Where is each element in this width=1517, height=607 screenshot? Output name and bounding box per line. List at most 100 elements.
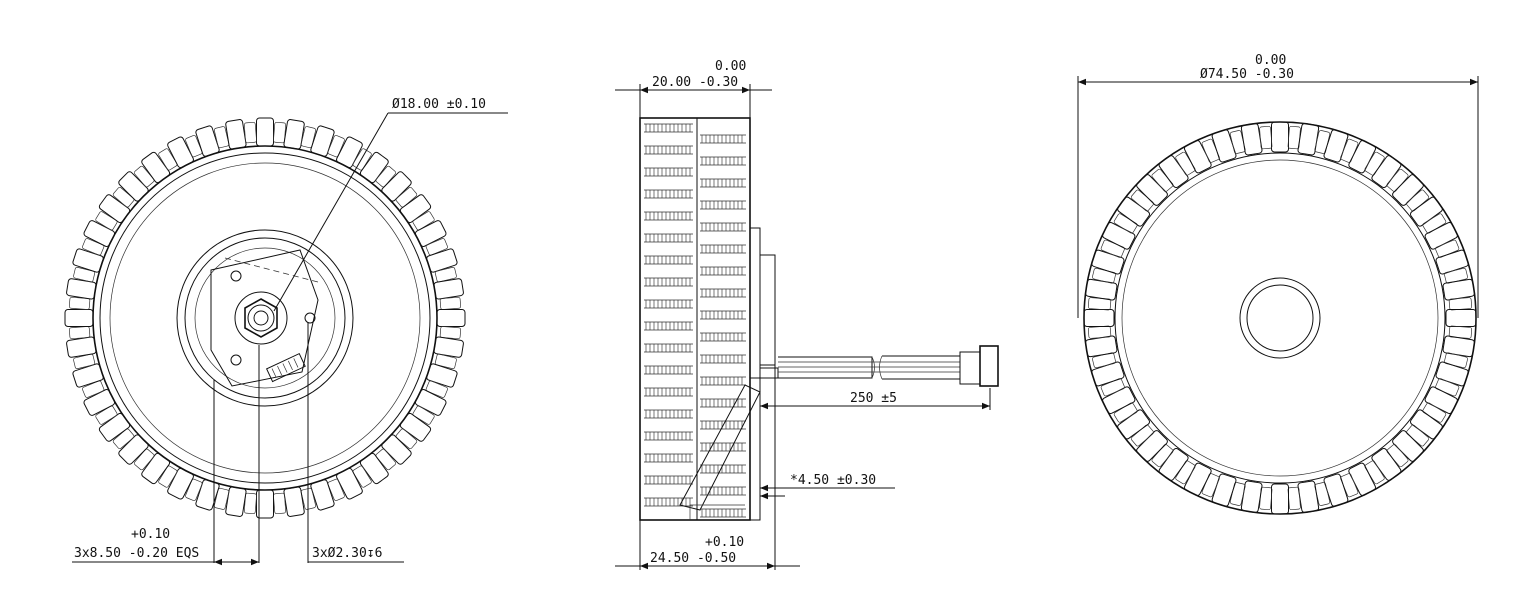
rear-tread-lug xyxy=(1240,123,1263,156)
rear-diameter-tolerance: 0.00 xyxy=(1255,53,1286,68)
side-cable-tail xyxy=(959,351,981,385)
front-tread-ring xyxy=(64,117,466,519)
front-mount-hole-3 xyxy=(230,354,242,366)
front-tread-lug-inner xyxy=(213,487,230,510)
front-tread-lug-inner xyxy=(95,211,118,231)
side-total-tolerance: +0.10 xyxy=(705,535,744,550)
front-tread-lug xyxy=(381,171,412,202)
rear-tread-lug xyxy=(1297,123,1320,156)
rear-hub-inner xyxy=(1246,284,1314,352)
front-tread-lug-inner xyxy=(352,465,372,488)
rear-hub-outer xyxy=(1239,277,1321,359)
side-total-label: 24.50 -0.50 xyxy=(650,551,736,566)
side-cable-1 xyxy=(778,356,873,379)
front-tread-lug xyxy=(283,486,305,517)
front-tread-lug-inner xyxy=(300,126,317,149)
front-tread-lug xyxy=(399,412,432,442)
side-cable-break xyxy=(871,355,883,380)
front-tread-lug-inner xyxy=(73,353,96,370)
rear-tread-lug xyxy=(1271,121,1289,153)
front-tread-lug-inner xyxy=(327,478,345,501)
rear-tread-lug xyxy=(1085,278,1118,301)
front-tread-lug-inner xyxy=(158,148,178,171)
front-tread-lug-inner xyxy=(439,326,462,340)
front-annotations xyxy=(72,112,508,566)
front-hub-outer xyxy=(176,229,354,407)
front-tread-lug-inner xyxy=(434,353,457,370)
front-mount-plate xyxy=(210,249,319,387)
front-tread-lug-inner xyxy=(439,296,462,310)
side-width-label: 20.00 -0.30 xyxy=(652,75,738,90)
callout-slot: 3x8.50 -0.20 EQS xyxy=(74,546,199,561)
front-tread-lug-inner xyxy=(395,428,418,450)
front-tread-lug-inner xyxy=(185,135,203,158)
front-shaft-hex xyxy=(244,298,278,338)
front-motor-flange xyxy=(194,247,336,389)
rear-tread-lug xyxy=(1085,335,1118,358)
front-tread-lug xyxy=(64,309,94,327)
front-tread-lug-inner xyxy=(412,405,435,425)
front-rim-outer xyxy=(99,152,431,484)
side-hub-face xyxy=(749,227,761,379)
rear-tire-inner xyxy=(1114,152,1446,484)
rear-tread-lug-inner xyxy=(1259,125,1273,150)
front-tread-lug-inner xyxy=(95,405,118,425)
front-tread-lug xyxy=(433,278,464,300)
side-cutaway-wedge xyxy=(679,384,761,511)
rear-tread-lug xyxy=(1240,480,1263,513)
rear-annotations xyxy=(1077,76,1479,318)
leader-diameter xyxy=(273,112,389,312)
front-hub-inner xyxy=(184,237,346,399)
callout-diameter: Ø18.00 ±0.10 xyxy=(392,97,486,112)
front-tread-lug xyxy=(118,434,149,465)
side-step-label: *4.50 ±0.30 xyxy=(790,473,876,488)
front-connector xyxy=(265,352,306,383)
front-tread-lug-inner xyxy=(185,478,203,501)
front-tread-lug-inner xyxy=(213,126,230,149)
front-mount-hole-1 xyxy=(230,270,242,282)
front-rim-inner xyxy=(109,162,421,474)
front-tread-lug-inner xyxy=(112,428,135,450)
side-lower-housing xyxy=(750,377,761,521)
side-motor-housing xyxy=(759,254,776,366)
front-tread-lug-inner xyxy=(425,380,448,398)
front-shaft-outer xyxy=(247,304,275,332)
rear-diameter-label: Ø74.50 -0.30 xyxy=(1200,67,1294,82)
callout-holes: 3xØ2.30↧6 xyxy=(312,546,382,561)
front-tread-lug-inner xyxy=(375,448,397,471)
side-cutaway-step xyxy=(689,504,745,520)
rear-tread-lug xyxy=(1323,129,1349,163)
front-mount-hole-2 xyxy=(304,312,316,324)
front-tread-lug-inner xyxy=(243,121,257,144)
rear-tread-lug xyxy=(1211,473,1237,507)
rear-tread-lug xyxy=(1442,335,1475,358)
front-tread-lug-inner xyxy=(73,266,96,283)
front-tread-lug-inner xyxy=(158,465,178,488)
front-tread-lug-inner xyxy=(133,448,155,471)
rear-tread-lug xyxy=(1297,480,1320,513)
front-tread-lug-inner xyxy=(112,186,135,208)
front-tread-lug-inner xyxy=(273,121,287,144)
rear-tread-lug xyxy=(1442,278,1475,301)
front-hidden-line xyxy=(224,257,319,283)
front-view xyxy=(64,117,466,519)
side-cable-length-label: 250 ±5 xyxy=(850,391,897,406)
rear-tread-lug xyxy=(1435,361,1469,387)
front-tread-lug-inner xyxy=(375,165,397,188)
side-connector xyxy=(979,345,999,387)
front-tread-lug xyxy=(98,194,131,224)
front-tire-inner-edge xyxy=(92,145,438,491)
front-tread-lug-inner xyxy=(68,296,91,310)
front-tread-lug-inner xyxy=(82,238,105,256)
side-tread-pattern xyxy=(644,123,746,518)
front-tread-lug-inner xyxy=(300,487,317,510)
side-annotations xyxy=(615,84,991,570)
side-width-tolerance: 0.00 xyxy=(715,59,746,74)
side-view xyxy=(639,117,999,521)
front-tread-lug-inner xyxy=(434,266,457,283)
front-tread-lug xyxy=(256,117,274,147)
front-shaft-boss xyxy=(234,291,288,345)
front-tread-lug-inner xyxy=(425,238,448,256)
front-tread-lug-inner xyxy=(395,186,418,208)
